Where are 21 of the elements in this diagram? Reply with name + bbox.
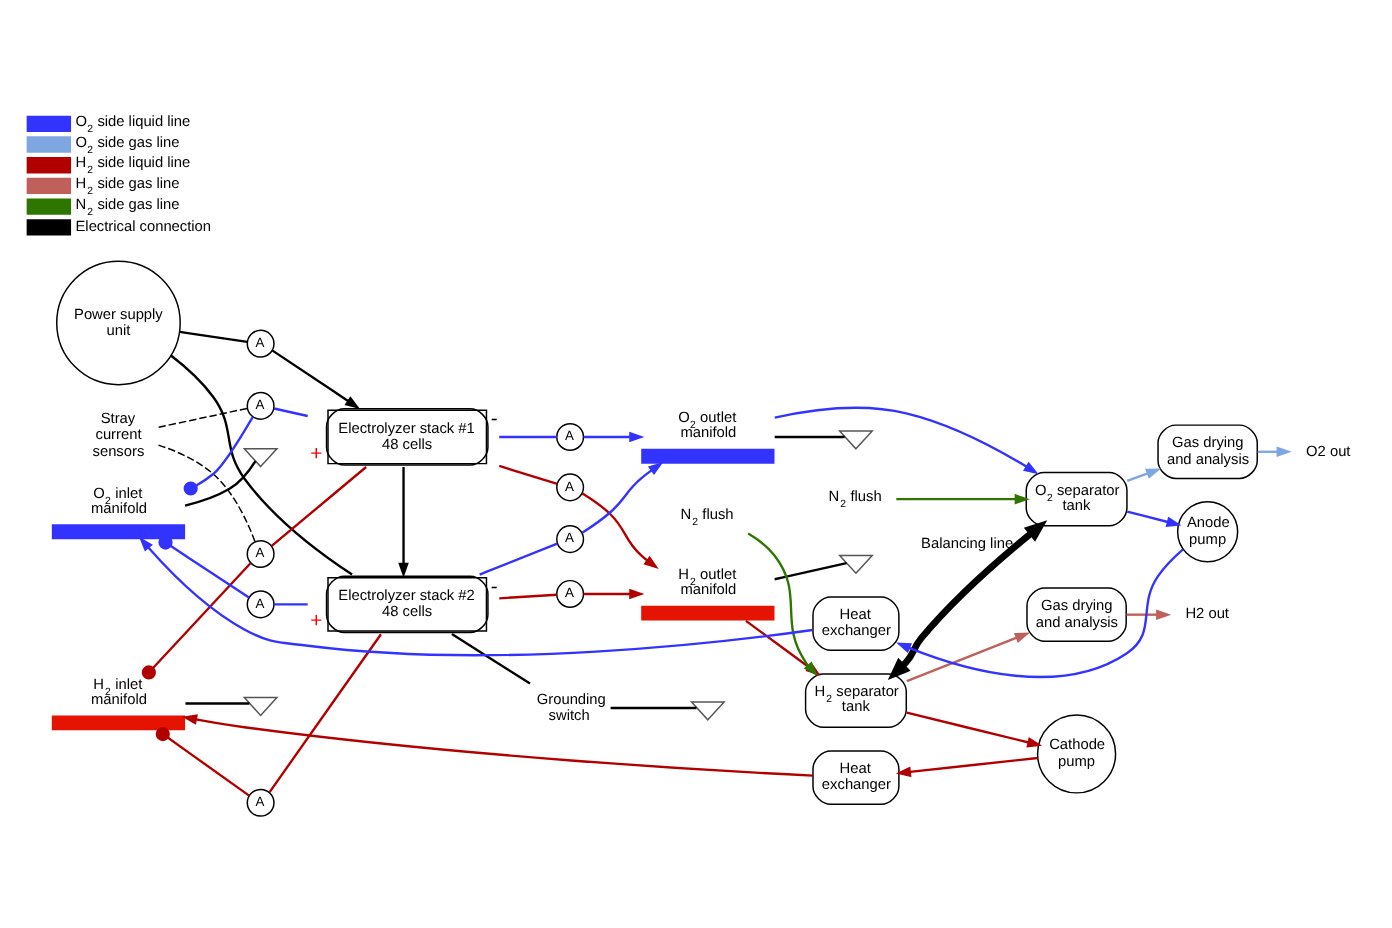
node-label: O$_{2}$ outlet manifold bbox=[678, 408, 737, 441]
node-label: - bbox=[490, 576, 498, 599]
legend-label: N$_{2}$ side gas line bbox=[75, 194, 180, 219]
legend-label: O$_{2}$ side gas line bbox=[75, 132, 180, 157]
node-label: O$_{2}$ inlet manifold bbox=[91, 483, 147, 517]
edge-label: Balancing line bbox=[921, 534, 1014, 553]
legend-label: Electrical connection bbox=[75, 217, 212, 236]
legend-label: H$_{2}$ side gas line bbox=[75, 174, 180, 199]
node-label: + bbox=[310, 610, 323, 633]
node-label: + bbox=[310, 443, 323, 466]
legend-label: H$_{2}$ side liquid line bbox=[75, 153, 191, 178]
node-text: N$_{2}$ flush bbox=[680, 505, 734, 530]
node-text: O2 out bbox=[1306, 441, 1351, 460]
node-text: N$_{2}$ flush bbox=[828, 487, 882, 512]
node-label: H$_{2}$ inlet manifold bbox=[91, 674, 147, 708]
legend-label: O$_{2}$ side liquid line bbox=[75, 111, 191, 136]
node-text: Grounding switch bbox=[536, 689, 606, 724]
node-label: - bbox=[490, 409, 498, 432]
node-label: H$_{2}$ outlet manifold bbox=[678, 565, 737, 598]
node-text: Stray current sensors bbox=[92, 408, 145, 460]
node-text: H2 out bbox=[1185, 604, 1229, 623]
